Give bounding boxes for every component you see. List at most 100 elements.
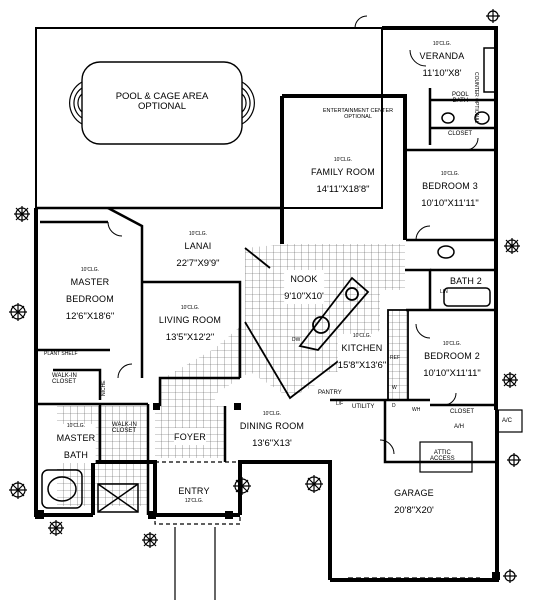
family-room-label: 10'CLG. FAMILY ROOM 14'11"X18'8" [311, 157, 375, 197]
pool-bath-label: POOL BATH [452, 92, 469, 104]
master-dim: 12'6"X18'6" [65, 310, 115, 322]
master-name2: BEDROOM [66, 294, 114, 305]
foyer-label: FOYER [173, 428, 207, 445]
walkin1-text1: WALK-IN [52, 373, 77, 379]
dining-dim: 13'6"X13' [252, 438, 292, 450]
nook-name: NOOK [290, 274, 318, 284]
dining-clg: 10'CLG. [262, 411, 282, 417]
family-dim: 14'11"X18'8" [316, 184, 370, 196]
lf-text: L/F [336, 401, 344, 407]
pool-name: POOL & CAGE AREA [115, 91, 209, 102]
washer-text: W [392, 385, 397, 391]
living-clg: 10'CLG. [180, 305, 200, 311]
walkin2-text2: CLOSET [112, 428, 137, 434]
dryer-label: D [392, 404, 396, 409]
veranda-name: VERANDA [419, 51, 465, 62]
bedroom2-label: 10'CLG. BEDROOM 2 10'10"X11'11" [423, 341, 481, 381]
utility-text: UTILITY [352, 404, 375, 410]
counter-text: COUNTER OPTIONAL [473, 72, 479, 124]
plant-shelf-text: PLANT SHELF [44, 351, 78, 357]
bedroom2-clg: 10'CLG. [442, 341, 462, 347]
nook-label: NOOK 9'10"X10' [284, 270, 324, 304]
attic-text1: ATTIC [433, 450, 451, 456]
kitchen-dim: 15'8"X13'6" [337, 360, 387, 372]
closet-bedroom3-label: CLOSET [448, 131, 472, 137]
master-bath-name1: MASTER [56, 433, 96, 444]
master-bedroom-label: 10'CLG. MASTER BEDROOM 12'6"X18'6" [65, 267, 115, 324]
nook-dim: 9'10"X10' [284, 290, 324, 302]
closet-bedroom2-label: CLOSET [450, 409, 474, 415]
wh-text: WH [412, 407, 421, 413]
counter-optional-label: COUNTER OPTIONAL [473, 72, 479, 124]
living-name: LIVING ROOM [158, 315, 222, 326]
closet-b3-text: CLOSET [448, 131, 473, 137]
master-clg: 10'CLG. [80, 267, 100, 273]
entry-clg: 12'CLG. [184, 497, 204, 504]
ref-label: REF [390, 356, 400, 361]
walkin-closet1-label: WALK-IN CLOSET [52, 373, 77, 385]
dw-text: DW [292, 337, 301, 343]
pool-label: POOL & CAGE AREA OPTIONAL [116, 92, 209, 112]
kitchen-name: KITCHEN [341, 343, 383, 354]
wh-label: WH [412, 408, 420, 413]
bath-fixtures [41, 47, 497, 513]
attic-text2: ACCESS [430, 456, 455, 462]
foyer-name: FOYER [173, 432, 207, 442]
master-bath-label: 10'CLG. MASTER BATH [56, 423, 96, 463]
lanai-label: 10'CLG. LANAI 22'7"X9'9" [176, 231, 220, 271]
living-room-label: 10'CLG. LIVING ROOM 13'5"X12'2" [158, 305, 222, 345]
ah-label: A/H [454, 424, 464, 430]
dining-name: DINING ROOM [239, 421, 305, 432]
bedroom3-label: 10'CLG. BEDROOM 3 10'10"X11'11" [421, 171, 479, 211]
entertainment-note: OPTIONAL [344, 113, 372, 120]
garage-name: GARAGE [394, 488, 434, 498]
dw-label: DW [292, 338, 300, 343]
washer-label: W [392, 386, 397, 391]
attic-access-label: ATTIC ACCESS [430, 450, 455, 462]
interior-walls [36, 88, 497, 515]
bedroom3-name: BEDROOM 3 [422, 181, 478, 192]
pool-bath-text2: BATH [452, 98, 469, 104]
entertainment-text: ENTERTAINMENT CENTER [322, 108, 394, 114]
garage-door [348, 409, 523, 579]
bath2-name: BATH 2 [449, 276, 483, 286]
entry-name: ENTRY [178, 486, 210, 496]
bedroom3-dim: 10'10"X11'11" [421, 198, 479, 210]
master-bath-clg: 10'CLG. [66, 423, 86, 429]
dining-room-label: 10'CLG. DINING ROOM 13'6"X13' [239, 411, 305, 451]
veranda-label: 10'CLG. VERANDA 11'10"X8' [419, 41, 465, 81]
bedroom3-clg: 10'CLG. [440, 171, 460, 177]
kitchen-clg: 10'CLG. [352, 333, 372, 339]
living-dim: 13'5"X12'2" [165, 332, 215, 344]
bath2-label: BATH 2 [450, 272, 482, 289]
ah-text: A/H [454, 424, 465, 430]
dryer-text: D [392, 403, 396, 409]
pool-note: OPTIONAL [137, 100, 187, 112]
kitchen-counters [244, 247, 409, 401]
family-name: FAMILY ROOM [311, 167, 375, 178]
lanai-dim: 22'7"X9'9" [176, 258, 220, 270]
veranda-dim: 11'10"X8' [422, 68, 462, 80]
garage-label: GARAGE 20'8"X20' [394, 484, 434, 518]
entertainment-center-label: ENTERTAINMENT CENTER OPTIONAL [318, 108, 398, 120]
lanai-clg: 10'CLG. [188, 231, 208, 237]
ac-label: A/C [502, 418, 512, 424]
walkin1-text2: CLOSET [52, 379, 77, 385]
entry-label: ENTRY 12'CLG. [178, 482, 209, 504]
walkin2-text1: WALK-IN [112, 422, 137, 428]
walkin-closet2-label: WALK-IN CLOSET [112, 422, 137, 434]
lin-label: LIN [440, 290, 448, 295]
master-bath-name2: BATH [63, 450, 89, 461]
bedroom2-dim: 10'10"X11'11" [423, 368, 481, 380]
landscape-shrubs [9, 9, 521, 583]
garage-dim: 20'8"X20' [394, 504, 434, 516]
kitchen-label: 10'CLG. KITCHEN 15'8"X13'6" [337, 333, 387, 373]
veranda-clg: 10'CLG. [432, 41, 452, 47]
door-swings [107, 15, 479, 455]
ac-text: A/C [502, 418, 513, 424]
ref-text: REF [390, 355, 400, 361]
bedroom2-name: BEDROOM 2 [424, 351, 480, 362]
pantry-text: PANTRY [318, 390, 342, 396]
closet-b2-text: CLOSET [450, 409, 475, 415]
lf-label: L/F [336, 402, 343, 407]
